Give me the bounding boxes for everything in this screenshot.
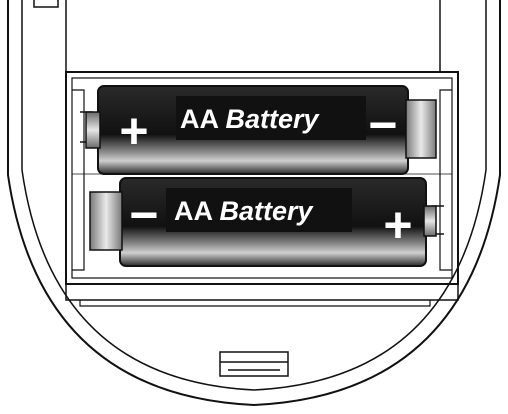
tray-lower-ledge	[65, 284, 459, 301]
battery-top-word-label: Battery	[226, 104, 321, 134]
housing-tab-top	[33, 0, 59, 8]
svg-text:AA Battery: AA Battery	[174, 196, 315, 226]
battery-top-positive-cap	[85, 111, 101, 149]
battery-bottom-plus-sign: +	[383, 197, 412, 253]
housing-inner-edge	[21, 0, 487, 391]
battery-top: + AA Battery −	[85, 85, 437, 175]
battery-bottom-positive-cap	[423, 205, 437, 237]
housing-outer-edge	[7, 0, 501, 407]
right-contact-bracket	[439, 89, 452, 271]
battery-top-minus-sign: −	[368, 97, 397, 153]
battery-top-plus-sign: +	[119, 103, 148, 159]
tray-inner-rim	[71, 77, 453, 279]
battery-bottom-negative-terminal	[89, 191, 123, 251]
battery-bottom-label-band	[166, 188, 352, 232]
battery-bottom: − AA Battery +	[89, 177, 437, 267]
battery-bottom-type-label: AA	[174, 196, 212, 226]
device-housing	[7, 0, 501, 407]
battery-top-label-band	[176, 96, 366, 140]
battery-top-type-label: AA	[180, 104, 218, 134]
tray-lower-step	[79, 300, 431, 307]
battery-bottom-word-label: Battery	[220, 196, 315, 226]
battery-bottom-minus-sign: −	[129, 187, 158, 243]
left-contact-bracket	[72, 89, 85, 271]
battery-top-negative-terminal	[405, 99, 437, 159]
latch-body	[219, 351, 289, 377]
tray-outer-rim	[65, 71, 459, 285]
cover-latch	[219, 351, 289, 377]
svg-text:AA Battery: AA Battery	[180, 104, 321, 134]
